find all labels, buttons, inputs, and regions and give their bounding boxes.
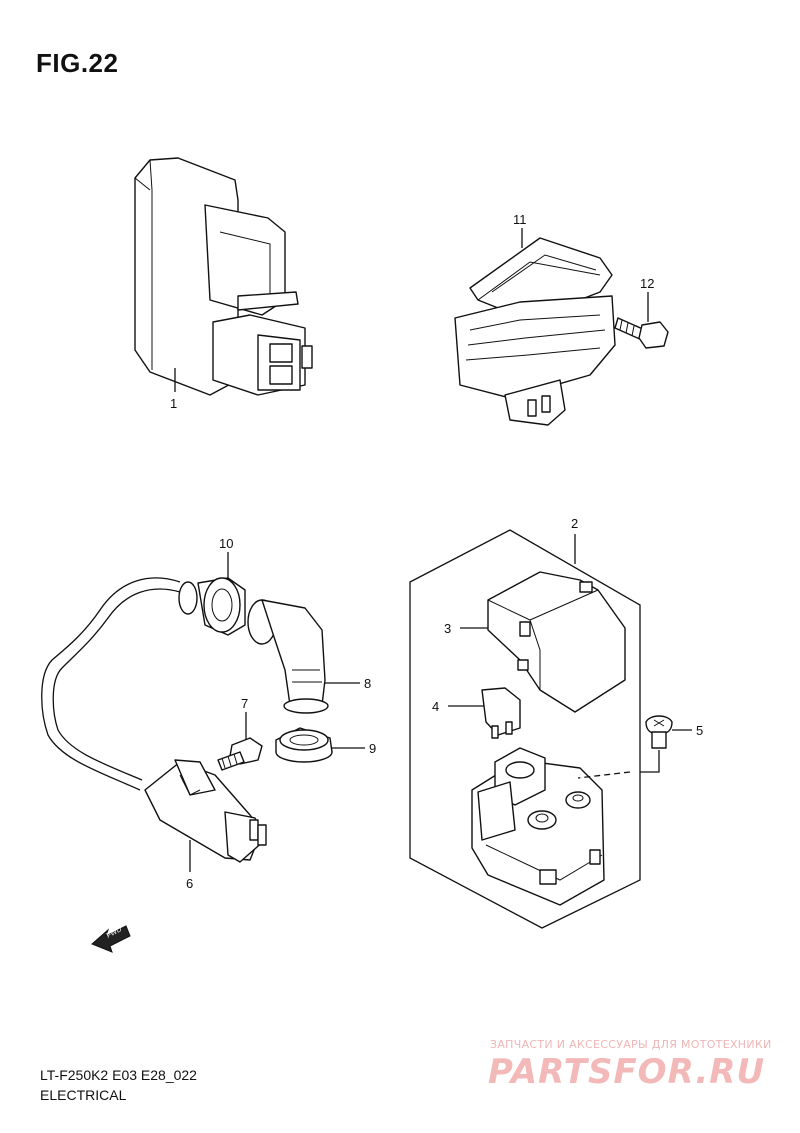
- part-5-screw: [645, 715, 673, 749]
- callout-5: 5: [696, 723, 703, 738]
- part-12-bolt: [614, 317, 669, 349]
- callout-9: 9: [369, 741, 376, 756]
- part-6-ignition-coil: [41, 577, 267, 863]
- callout-2: 2: [571, 516, 578, 531]
- part-2-starter-relay: [471, 747, 605, 906]
- callout-12: 12: [640, 276, 654, 291]
- callout-7: 7: [241, 696, 248, 711]
- figure-title: FIG.22: [36, 48, 119, 78]
- part-4-fuse: [481, 687, 521, 739]
- leader-5-dash: [577, 771, 631, 779]
- callout-8: 8: [364, 676, 371, 691]
- part-3-relay-cover: [487, 571, 626, 713]
- section-name: ELECTRICAL: [40, 1087, 127, 1103]
- part-2-kit-outline: [409, 529, 641, 929]
- part-7-bolt: [217, 737, 263, 771]
- part-8-spark-plug-cap: [247, 599, 329, 714]
- part-1-cdi-unit: [134, 157, 313, 396]
- part-10-grommet: [178, 577, 246, 636]
- part-11-regulator-rectifier: [454, 237, 616, 426]
- diagram-code: LT-F250K2 E03 E28_022: [40, 1067, 197, 1083]
- callout-3: 3: [444, 621, 451, 636]
- watermark-tagline: ЗАПЧАСТИ И АКСЕССУАРЫ ДЛЯ МОТОТЕХНИКИ: [490, 1038, 772, 1051]
- watermark-logo: PARTSFOR.RU: [488, 1052, 766, 1092]
- callout-4: 4: [432, 699, 439, 714]
- callout-6: 6: [186, 876, 193, 891]
- fwd-arrow-icon: FWD: [91, 925, 131, 953]
- callout-1: 1: [170, 396, 177, 411]
- callout-10: 10: [219, 536, 233, 551]
- leader-5-link: [640, 750, 660, 773]
- callout-11: 11: [513, 212, 527, 227]
- part-9-cap-seal: [275, 727, 333, 763]
